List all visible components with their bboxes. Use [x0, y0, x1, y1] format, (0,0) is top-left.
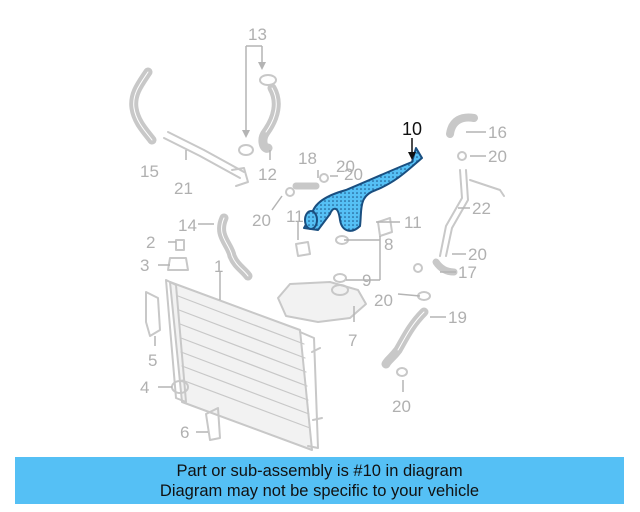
- callout-7: 7: [348, 331, 357, 350]
- highlighted-hose-part-10: [303, 147, 423, 232]
- callout-13: 13: [248, 25, 267, 44]
- coolant-reservoir: [277, 281, 367, 323]
- callout-14: 14: [178, 216, 197, 235]
- hose-part-15: [129, 67, 157, 145]
- callout-21: 21: [174, 179, 193, 198]
- callout-9: 9: [362, 271, 371, 290]
- info-banner: Part or sub-assembly is #10 in diagram D…: [15, 457, 624, 504]
- callout-5: 5: [148, 351, 157, 370]
- radiator-bracket: [145, 291, 161, 337]
- hose-part-16: [446, 113, 478, 161]
- bracket-part-6: [205, 407, 221, 441]
- callout-8: 8: [384, 235, 393, 254]
- hose-part-14: [217, 213, 253, 281]
- radiator: [165, 279, 323, 451]
- callout-4: 4: [140, 378, 149, 397]
- callout-15: 15: [140, 162, 159, 181]
- callout-11-a: 11: [286, 207, 304, 226]
- callout-20-b: 20: [252, 211, 271, 230]
- banner-line-1: Part or sub-assembly is #10 in diagram: [176, 461, 463, 480]
- pipe-part-22: [439, 169, 505, 257]
- callout-17: 17: [458, 263, 477, 282]
- parts-diagram: 10 13 15 21 12 18 20 20 11 11 8 9 7 16 2…: [129, 25, 507, 451]
- pipe-part-21: [163, 131, 249, 187]
- callout-20-g: 20: [336, 157, 355, 176]
- banner-line-2: Diagram may not be specific to your vehi…: [159, 481, 480, 500]
- callout-19: 19: [448, 308, 467, 327]
- callout-20-d: 20: [468, 245, 487, 264]
- callout-22: 22: [472, 199, 491, 218]
- clamp-part-11: [295, 217, 393, 257]
- callout-1: 1: [214, 257, 223, 276]
- hose-part-18: [285, 173, 329, 197]
- bolt-part-2: [175, 239, 185, 251]
- callout-2: 2: [146, 233, 155, 252]
- callout-11-b: 11: [404, 213, 422, 232]
- callout-12: 12: [258, 165, 277, 184]
- callout-20-e: 20: [374, 291, 393, 310]
- callout-6: 6: [180, 423, 189, 442]
- hose-part-12: [238, 74, 281, 156]
- callout-labels: 10 13 15 21 12 18 20 20 11 11 8 9 7 16 2…: [140, 25, 507, 442]
- callout-20-c: 20: [488, 147, 507, 166]
- hose-part-17: [413, 258, 458, 276]
- clamp-part-3: [167, 257, 189, 271]
- hose-part-19: [381, 307, 429, 377]
- callout-16: 16: [488, 123, 507, 142]
- callout-10: 10: [402, 119, 422, 139]
- callout-3: 3: [140, 256, 149, 275]
- callout-18: 18: [298, 149, 317, 168]
- leader-lines: [154, 45, 486, 433]
- callout-20-f: 20: [392, 397, 411, 416]
- callout-20-a: 20: [344, 165, 363, 184]
